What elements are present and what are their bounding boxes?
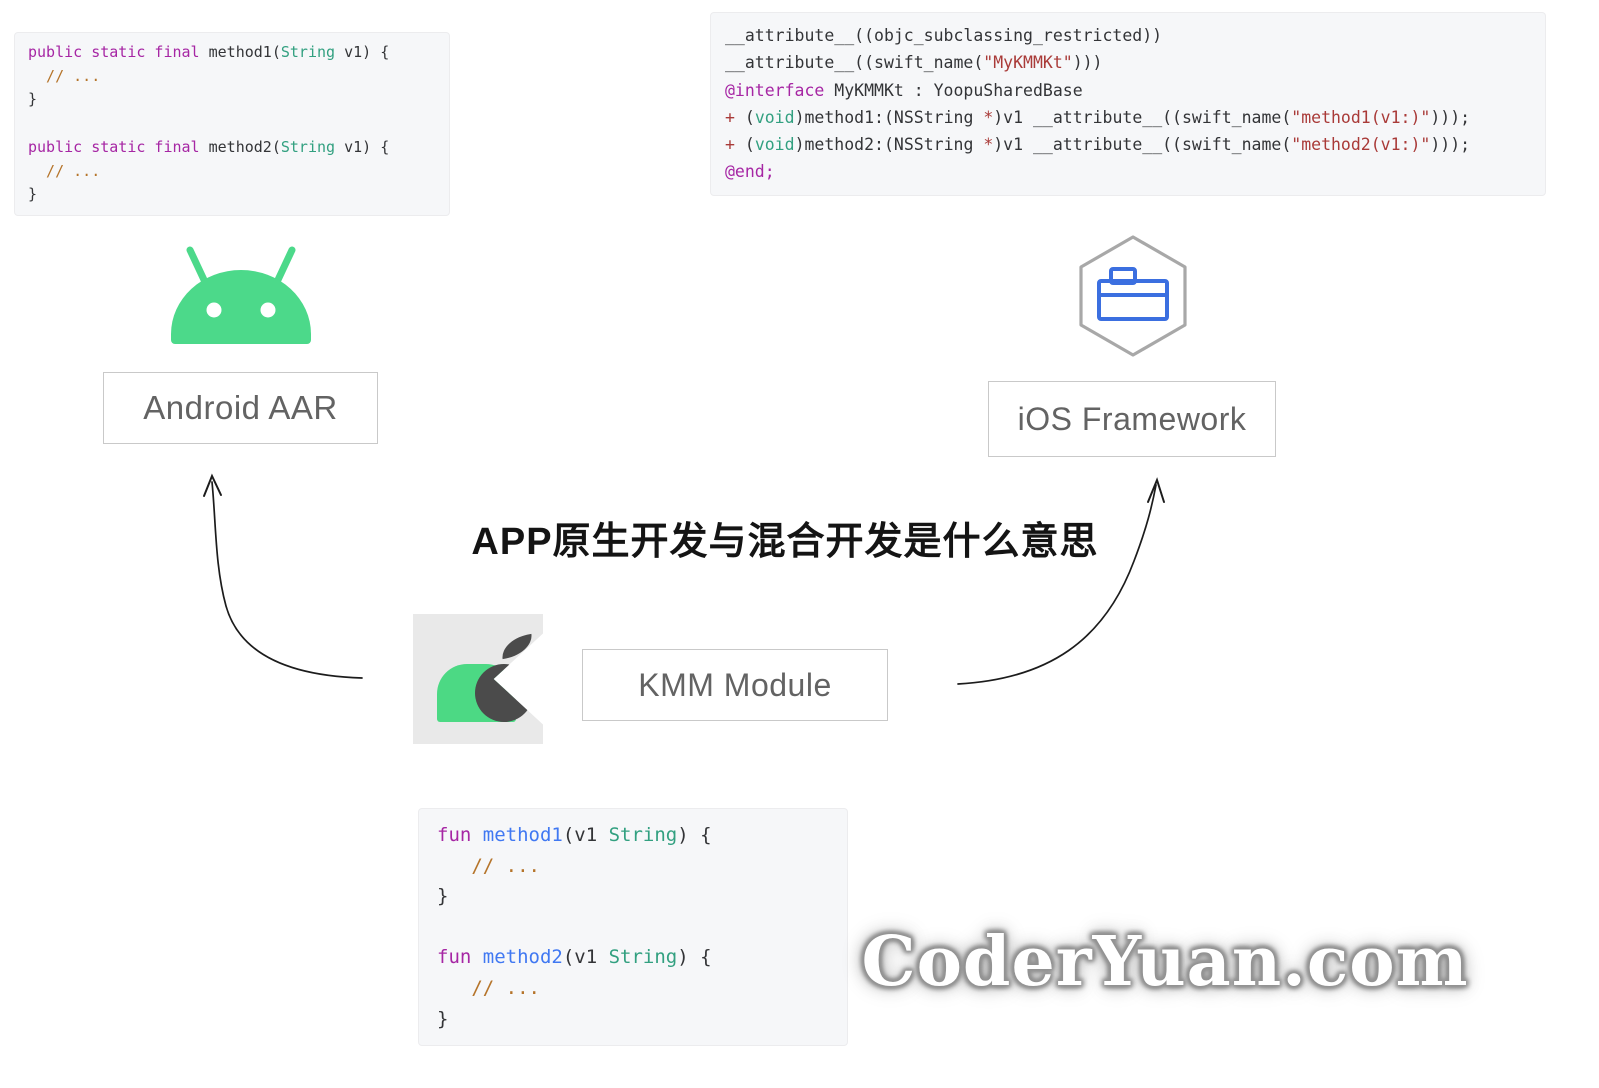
watermark: CoderYuan.com: [861, 922, 1469, 1002]
arrow-kmm-to-android: [203, 473, 363, 679]
android-icon: [171, 246, 311, 344]
ios-framework-hexagon-icon: [1079, 235, 1187, 357]
briefcase-icon: [1097, 267, 1169, 321]
page-title: APP原生开发与混合开发是什么意思: [471, 521, 1099, 563]
kotlin-code-block: fun method1(v1 String) { // ...} fun met…: [418, 808, 848, 1046]
kmm-module-label: KMM Module: [638, 666, 832, 703]
android-aar-node: Android AAR: [103, 372, 378, 444]
objc-code-block: __attribute__((objc_subclassing_restrict…: [710, 12, 1546, 196]
ios-framework-node: iOS Framework: [988, 381, 1276, 457]
kmm-module-node: KMM Module: [582, 649, 888, 721]
kmm-logo-apple-leaf: [499, 633, 535, 660]
kmm-logo-apple-shape: [475, 664, 533, 722]
kmm-logo-icon: [413, 614, 543, 744]
ios-framework-label: iOS Framework: [1017, 400, 1247, 437]
android-aar-label: Android AAR: [143, 389, 338, 426]
java-code-block: public static final method1(String v1) {…: [14, 32, 450, 216]
